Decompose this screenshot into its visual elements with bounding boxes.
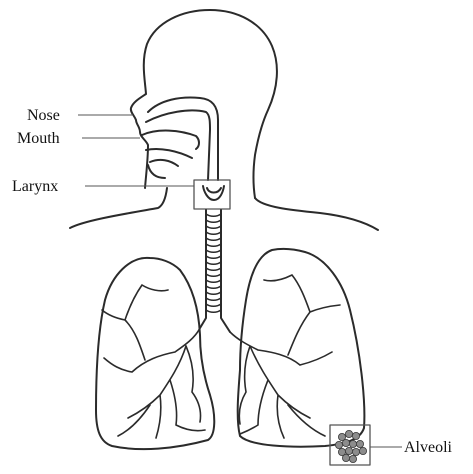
mouth-lower bbox=[146, 149, 192, 166]
right-lung-outline bbox=[238, 249, 365, 447]
left-lung-outline bbox=[96, 258, 214, 449]
trachea-rings bbox=[206, 214, 221, 312]
nasal-passage-inner bbox=[146, 110, 210, 180]
alveoli-label: Alveoli bbox=[404, 439, 453, 456]
larynx-label: Larynx bbox=[12, 178, 58, 195]
shoulder-left-outline bbox=[70, 188, 167, 228]
alveoli-cluster bbox=[335, 430, 366, 462]
chin bbox=[148, 165, 165, 178]
nose-label: Nose bbox=[27, 107, 60, 124]
mouth-label: Mouth bbox=[17, 130, 60, 147]
larynx bbox=[203, 186, 224, 200]
trachea-right-wall bbox=[221, 210, 230, 332]
head-outline bbox=[131, 10, 277, 198]
shoulder-right-outline bbox=[255, 198, 378, 230]
mouth-upper bbox=[142, 131, 199, 149]
trachea-left-wall bbox=[200, 210, 206, 328]
larynx-box bbox=[194, 180, 230, 209]
